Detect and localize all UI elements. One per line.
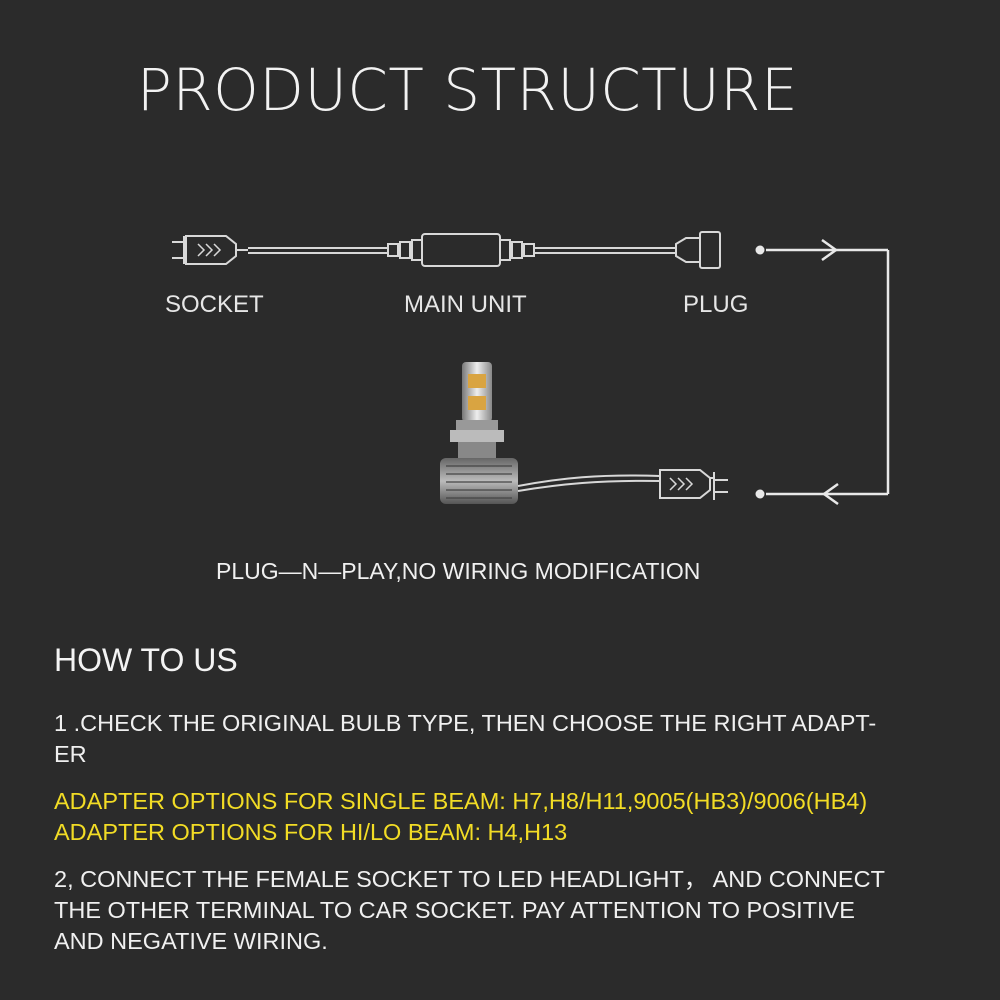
plug-label: PLUG xyxy=(683,291,748,318)
plug-connector-icon xyxy=(675,231,721,269)
step-1-line-1: 1 .CHECK THE ORIGINAL BULB TYPE, THEN CH… xyxy=(54,710,877,736)
step-2-line-1: 2, CONNECT THE FEMALE SOCKET TO LED HEAD… xyxy=(54,866,885,892)
main-unit-label: MAIN UNIT xyxy=(404,291,527,318)
connection-bracket xyxy=(755,245,890,499)
arrow-right-icon xyxy=(821,238,839,262)
harness-cable-right xyxy=(534,247,676,254)
socket-connector-icon xyxy=(172,235,248,265)
arrow-left-icon xyxy=(821,482,839,506)
adapter-option-hi-lo-beam: ADAPTER OPTIONS FOR HI/LO BEAM: H4,H13 xyxy=(54,819,568,845)
step-2: 2, CONNECT THE FEMALE SOCKET TO LED HEAD… xyxy=(54,864,954,957)
how-to-heading: HOW TO US xyxy=(54,642,238,678)
step-2-line-3: AND NEGATIVE WIRING. xyxy=(54,928,328,954)
socket-label: SOCKET xyxy=(165,291,264,318)
bulb-socket-connector-icon xyxy=(659,469,728,500)
step-1-line-2: ER xyxy=(54,741,87,767)
main-unit-box-icon xyxy=(387,233,535,267)
led-bulb-icon xyxy=(440,362,518,504)
step-1: 1 .CHECK THE ORIGINAL BULB TYPE, THEN CH… xyxy=(54,708,954,770)
page-title: PRODUCT STRUCTURE xyxy=(136,56,799,124)
adapter-options: ADAPTER OPTIONS FOR SINGLE BEAM: H7,H8/H… xyxy=(54,786,954,848)
adapter-option-single-beam: ADAPTER OPTIONS FOR SINGLE BEAM: H7,H8/H… xyxy=(54,788,868,814)
bulb-cable xyxy=(517,474,661,492)
plug-n-play-caption: PLUG—N—PLAY,NO WIRING MODIFICATION xyxy=(216,558,701,584)
step-2-line-2: THE OTHER TERMINAL TO CAR SOCKET. PAY AT… xyxy=(54,897,855,923)
harness-cable-left xyxy=(248,247,388,254)
